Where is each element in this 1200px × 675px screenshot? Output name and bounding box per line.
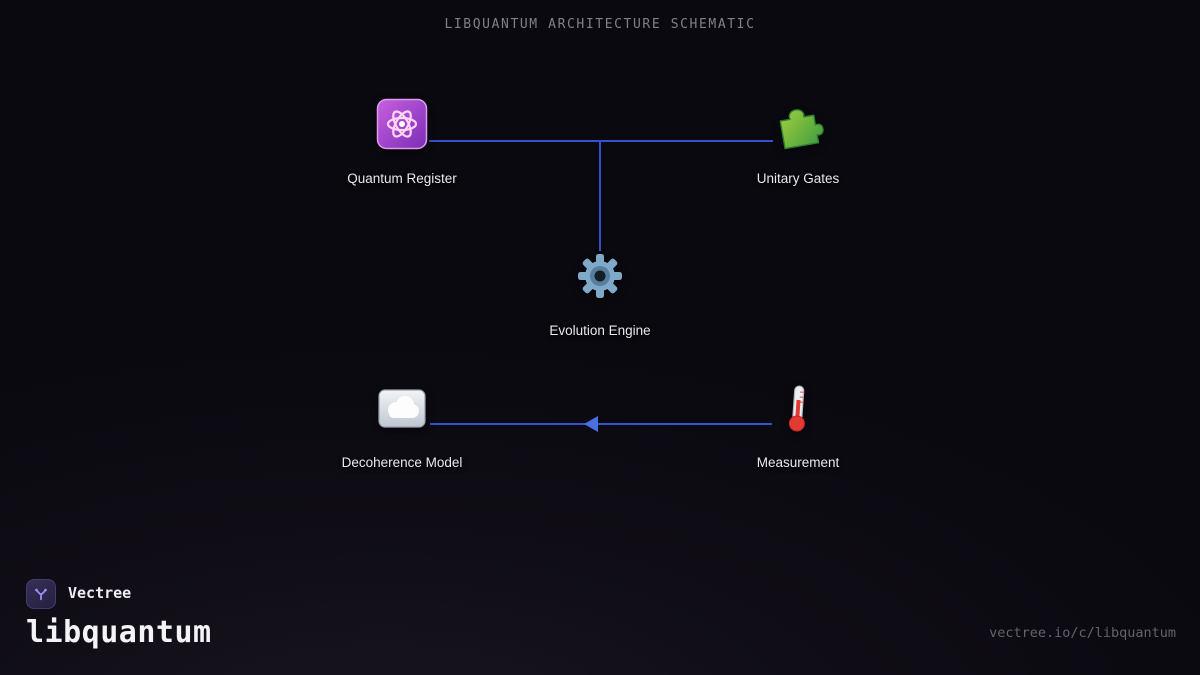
node-label: Measurement (756, 455, 840, 470)
node-label: Unitary Gates (756, 171, 840, 186)
arrow-left-icon (584, 416, 598, 432)
node-label: Evolution Engine (549, 323, 651, 338)
node-measurement[interactable]: Measurement (713, 382, 883, 470)
node-quantum-register[interactable]: Quantum Register (317, 98, 487, 186)
puzzle-piece-icon (772, 98, 824, 150)
edge-measurement-to-decoherence (430, 423, 772, 425)
edge-bus-to-engine (599, 141, 601, 251)
edge-register-to-gates (429, 140, 773, 142)
gear-icon (574, 250, 626, 302)
atom-icon (376, 98, 428, 150)
brand-name: Vectree (68, 584, 132, 602)
fog-cloud-icon (376, 382, 428, 434)
project-name: libquantum (26, 615, 212, 650)
node-label: Quantum Register (347, 171, 457, 186)
node-unitary-gates[interactable]: Unitary Gates (713, 98, 883, 186)
diagram-title: LIBQUANTUM ARCHITECTURE SCHEMATIC (444, 17, 756, 32)
node-evolution-engine[interactable]: Evolution Engine (515, 250, 685, 338)
node-label: Decoherence Model (341, 455, 463, 470)
vectree-logo[interactable] (26, 579, 56, 609)
project-url: vectree.io/c/libquantum (989, 625, 1176, 641)
thermometer-icon (772, 382, 824, 434)
branch-icon (35, 588, 47, 601)
node-decoherence-model[interactable]: Decoherence Model (317, 382, 487, 470)
